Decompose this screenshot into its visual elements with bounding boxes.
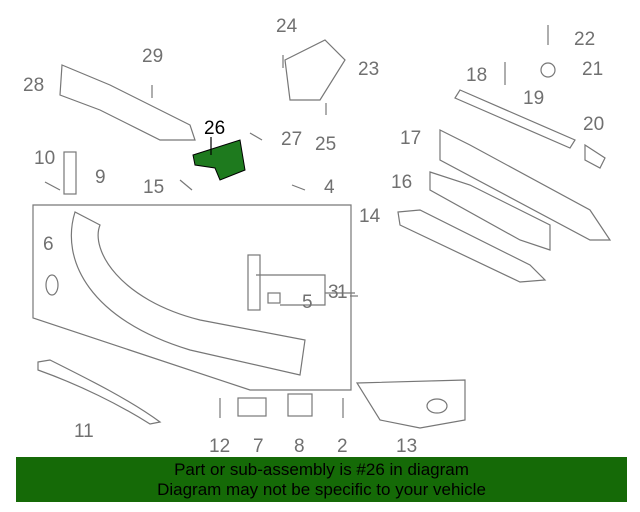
callout-4[interactable]: 4 (324, 177, 335, 198)
callout-8[interactable]: 8 (294, 436, 305, 457)
callout-23[interactable]: 23 (358, 59, 379, 80)
callout-14[interactable]: 14 (359, 206, 381, 227)
part-7-cover (237, 397, 267, 417)
part-9-plate (63, 151, 77, 195)
part-11-strip (37, 359, 162, 425)
part-21-nut (540, 62, 556, 78)
part-14-guide (397, 209, 547, 283)
part-6-shape (45, 274, 59, 296)
part-8-bracket (287, 393, 313, 417)
callout-21[interactable]: 21 (582, 59, 603, 80)
callout-16[interactable]: 16 (391, 172, 412, 193)
part-20-clip (584, 143, 606, 169)
callout-6[interactable]: 6 (43, 234, 54, 255)
bumper-cover-part (70, 211, 306, 376)
part-27-bolt (249, 132, 263, 141)
part-28-shield (59, 64, 196, 141)
callout-22[interactable]: 22 (574, 29, 595, 50)
callout-27[interactable]: 27 (281, 129, 302, 150)
part-10-bolt (44, 181, 61, 191)
part-5-clip (267, 292, 281, 304)
callout-15[interactable]: 15 (143, 177, 164, 198)
callout-5[interactable]: 5 (302, 292, 313, 313)
callout-19[interactable]: 19 (523, 88, 544, 109)
callout-25[interactable]: 25 (315, 134, 336, 155)
callout-20[interactable]: 20 (583, 114, 604, 135)
part-13-foglight-opening (426, 398, 448, 414)
part-4-bolt (291, 184, 306, 191)
callout-17[interactable]: 17 (400, 128, 421, 149)
callout-29[interactable]: 29 (142, 46, 163, 67)
callout-11[interactable]: 11 (74, 421, 94, 442)
callout-3[interactable]: 3 (328, 282, 339, 303)
callout-1[interactable]: 1 (337, 282, 348, 303)
callout-7[interactable]: 7 (253, 436, 264, 457)
banner-line-1: Part or sub-assembly is #26 in diagram (174, 460, 469, 479)
callout-2[interactable]: 2 (337, 436, 348, 457)
callout-12[interactable]: 12 (209, 436, 230, 457)
callout-24[interactable]: 24 (276, 16, 298, 37)
callout-28[interactable]: 28 (23, 75, 44, 96)
callout-18[interactable]: 18 (466, 65, 487, 86)
part-26-highlighted[interactable] (192, 139, 246, 181)
part-23-bracket (284, 39, 346, 101)
part-19-strip (454, 89, 576, 149)
callout-26[interactable]: 26 (204, 118, 225, 139)
callout-13[interactable]: 13 (396, 436, 417, 457)
banner-line-2: Diagram may not be specific to your vehi… (157, 480, 486, 499)
part-17-absorber (439, 129, 612, 241)
callout-9[interactable]: 9 (95, 167, 106, 188)
part-13-grille (355, 379, 466, 429)
info-banner: Part or sub-assembly is #26 in diagram D… (16, 457, 627, 502)
callout-3-leader (256, 274, 355, 306)
callout-10[interactable]: 10 (34, 148, 55, 169)
part-3-bracket (247, 254, 261, 311)
part-16-reinforcement (429, 171, 551, 251)
part-15-bolt (179, 179, 193, 191)
